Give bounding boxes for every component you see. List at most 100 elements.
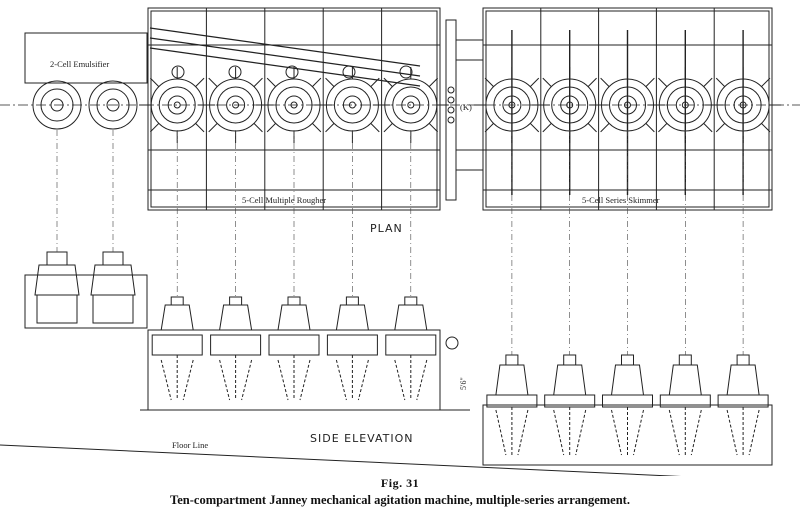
- emulsifier-motor: [102, 251, 124, 266]
- rougher-pulley: [284, 95, 304, 115]
- rougher-pulley: [275, 86, 313, 124]
- rougher-blade: [266, 77, 276, 87]
- rougher-elev-motor: [229, 296, 243, 306]
- rougher-elev-motor: [404, 296, 418, 306]
- drive-bracket: [455, 149, 484, 171]
- launder-bearing: [228, 65, 242, 79]
- rougher-elev-cell-top: [385, 334, 437, 356]
- rougher-elev-pulley: [445, 336, 459, 350]
- rougher-elev-stirrer: [277, 355, 311, 401]
- rougher-blade: [253, 77, 263, 87]
- rougher-blade: [312, 77, 322, 87]
- skimmer-elev-stirrer: [553, 407, 587, 456]
- side-elevation-heading: SIDE ELEVATION: [310, 432, 414, 445]
- floor-line: [0, 444, 682, 476]
- skimmer-elev-motor: [621, 354, 634, 366]
- rougher-elev-stirrer: [160, 355, 194, 401]
- rougher-pulley: [158, 86, 196, 124]
- emulsifier-elev-box: [24, 274, 148, 329]
- rougher-blade: [208, 123, 218, 133]
- skimmer-elev-tank: [482, 404, 773, 466]
- skimmer-blade: [761, 77, 771, 87]
- rougher-blade: [383, 123, 393, 133]
- drive-gear: [447, 86, 455, 94]
- rougher-pulley: [167, 95, 187, 115]
- rougher-elev-hood: [335, 304, 369, 331]
- skimmer-blade: [703, 77, 713, 87]
- skimmer-elev-motor: [505, 354, 519, 366]
- rougher-elev-hood: [394, 304, 428, 331]
- rougher-pulley: [290, 101, 298, 109]
- rougher-elev-hood: [160, 304, 194, 331]
- projection-lines: [56, 130, 744, 355]
- rougher-elev-cell-top: [151, 334, 203, 356]
- rougher-blade: [253, 123, 263, 133]
- rougher-elev-hood: [277, 304, 311, 331]
- rougher-elev-cell-top: [268, 334, 320, 356]
- rougher-pulley: [401, 95, 421, 115]
- rougher-blade: [428, 123, 439, 133]
- skimmer-blade: [658, 77, 668, 87]
- rougher-pulley: [217, 86, 255, 124]
- rougher-blade: [428, 77, 439, 87]
- rougher-pulley: [333, 86, 371, 124]
- skimmer-blade: [529, 77, 540, 87]
- launder-bearing: [171, 65, 185, 79]
- skimmer-blade: [484, 77, 494, 87]
- emulsifier-pulley: [50, 98, 64, 112]
- skimmer-elev-hood: [726, 364, 760, 396]
- emulsifier-pulley: [96, 88, 130, 122]
- skimmer-elev-hood: [495, 364, 529, 396]
- skimmer-blade: [645, 77, 655, 87]
- dimension-label: 5'6": [459, 377, 468, 390]
- rougher-blade: [383, 77, 393, 87]
- rougher-elev-stirrer: [394, 355, 428, 401]
- skimmer-blade: [542, 77, 552, 87]
- skimmer-label: 5-Cell Series Skimmer: [582, 195, 660, 205]
- emulsifier-cell: [92, 294, 134, 324]
- rougher-blade: [312, 123, 322, 133]
- skimmer-elev-motor: [678, 354, 692, 366]
- marker-k-label: (K): [460, 102, 472, 112]
- skimmer-blade: [715, 123, 726, 133]
- rougher-elev-stirrer: [335, 355, 369, 401]
- rougher-blade: [208, 77, 218, 87]
- emulsifier-hood: [90, 264, 136, 296]
- rougher-elev-hood: [219, 304, 253, 331]
- rougher-pulley: [173, 101, 181, 109]
- rougher-pulley: [226, 95, 246, 115]
- emulsifier-hood: [34, 264, 80, 296]
- skimmer-blade: [703, 123, 713, 133]
- skimmer-elev-hood: [610, 364, 645, 396]
- skimmer-elev-motor: [563, 354, 577, 366]
- rougher-pulley: [407, 101, 415, 109]
- rougher-label: 5-Cell Multiple Rougher: [242, 195, 326, 205]
- floor-line-label: Floor Line: [172, 440, 208, 450]
- skimmer-blade: [587, 123, 597, 133]
- drive-gear: [447, 96, 455, 104]
- skimmer-blade: [645, 123, 655, 133]
- plan-view: [0, 7, 800, 211]
- drive-gear: [447, 106, 455, 114]
- emulsifier-pulley: [32, 80, 82, 130]
- skimmer-elev-hood: [553, 364, 587, 396]
- skimmer-blade: [529, 123, 540, 133]
- skimmer-blade: [715, 77, 726, 87]
- skimmer-elev-stirrer: [495, 407, 529, 456]
- skimmer-blade: [658, 123, 668, 133]
- rougher-blade: [266, 123, 276, 133]
- rougher-launder: [149, 27, 421, 67]
- skimmer-elev-stirrer: [611, 407, 644, 456]
- emulsifier-tank: [24, 32, 148, 84]
- skimmer-elev-stirrer: [668, 407, 702, 456]
- launder-bearing: [285, 65, 299, 79]
- emulsifier-pulley: [40, 88, 74, 122]
- drive-gear: [447, 116, 455, 124]
- rougher-launder: [149, 47, 421, 87]
- rougher-blade: [149, 123, 160, 133]
- launder-bearing: [399, 65, 413, 79]
- launder-bearing: [342, 65, 356, 79]
- emulsifier-pulley: [88, 80, 138, 130]
- rougher-elev-motor: [170, 296, 184, 306]
- figure-caption: Fig. 31 Ten-compartment Janney mechanica…: [0, 476, 800, 508]
